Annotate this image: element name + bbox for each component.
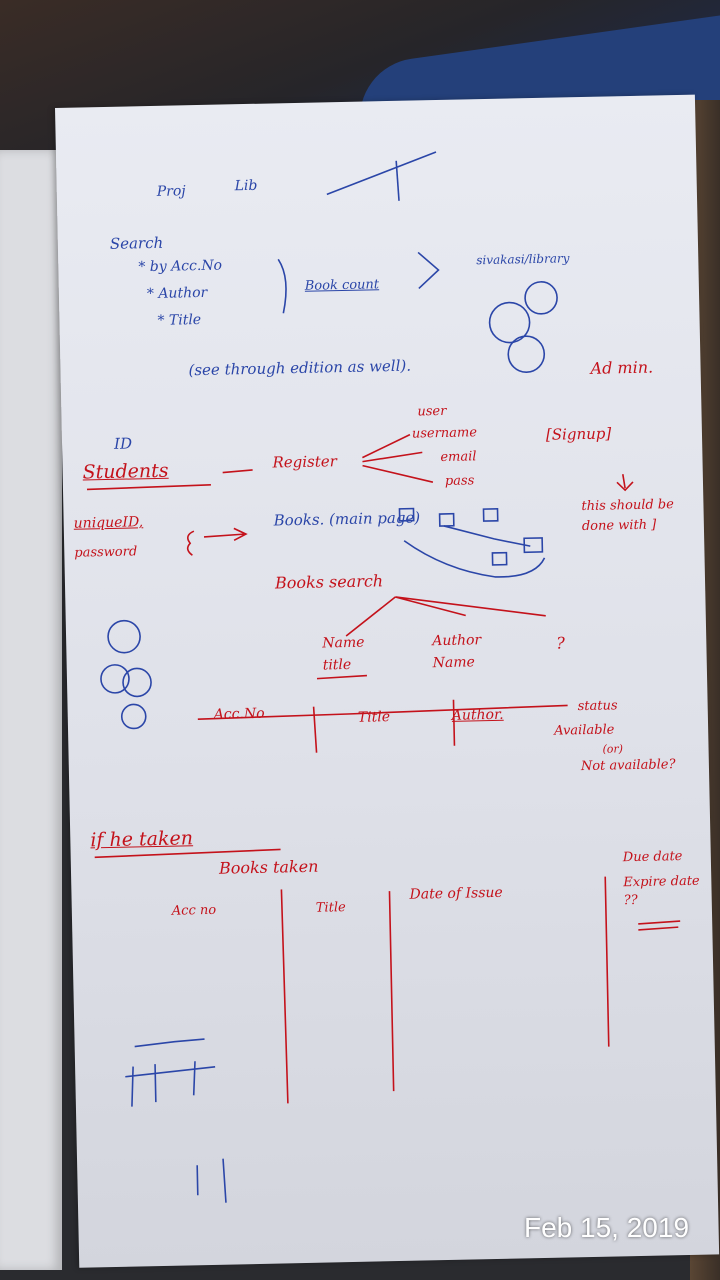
tree-node-5: [491, 551, 508, 566]
left-notebook-page: [0, 150, 62, 1270]
ring-doodle-1: [107, 619, 141, 654]
grid-doodle: [125, 1061, 216, 1107]
table2-dividers: [280, 876, 610, 1104]
ring-doodle-3: [122, 667, 152, 698]
dash-doodle: [134, 1038, 205, 1048]
ring-doodle-2: [100, 664, 130, 694]
tree-node-3: [482, 508, 499, 522]
students-underline: [86, 484, 211, 491]
down-arrow: [616, 474, 634, 492]
ring-doodle-4: [120, 703, 147, 730]
arrow-head: [417, 251, 440, 290]
circle-doodle-2: [524, 281, 558, 315]
expire-underline: [638, 920, 681, 931]
if-taken-underline: [94, 848, 281, 859]
top-axis-line: [326, 151, 437, 196]
id-brace: [186, 530, 195, 556]
dash-students-register: [222, 469, 253, 474]
photo-timestamp: Feb 15, 2019: [524, 1212, 690, 1243]
tree-node-2: [438, 512, 455, 527]
notebook-page: Proj Lib Search * by Acc.No * Author * T…: [55, 94, 720, 1268]
bar-doodle: [196, 1158, 227, 1203]
register-arrows: [362, 433, 434, 483]
arrow-to-books: [203, 527, 248, 542]
circle-doodle-1: [488, 301, 531, 344]
tree-node-1: [398, 507, 415, 522]
name-underline: [316, 674, 368, 680]
table1-header-line: [197, 704, 568, 720]
tree-branch-1: [403, 540, 546, 578]
circle-doodle-3: [507, 335, 546, 373]
search-branches: [345, 596, 546, 637]
tree-branch-2: [443, 525, 531, 547]
top-axis-tick: [395, 160, 400, 201]
ink-doodles: [86, 151, 681, 1203]
table1-dividers: [312, 699, 456, 753]
search-brace: [277, 258, 287, 314]
